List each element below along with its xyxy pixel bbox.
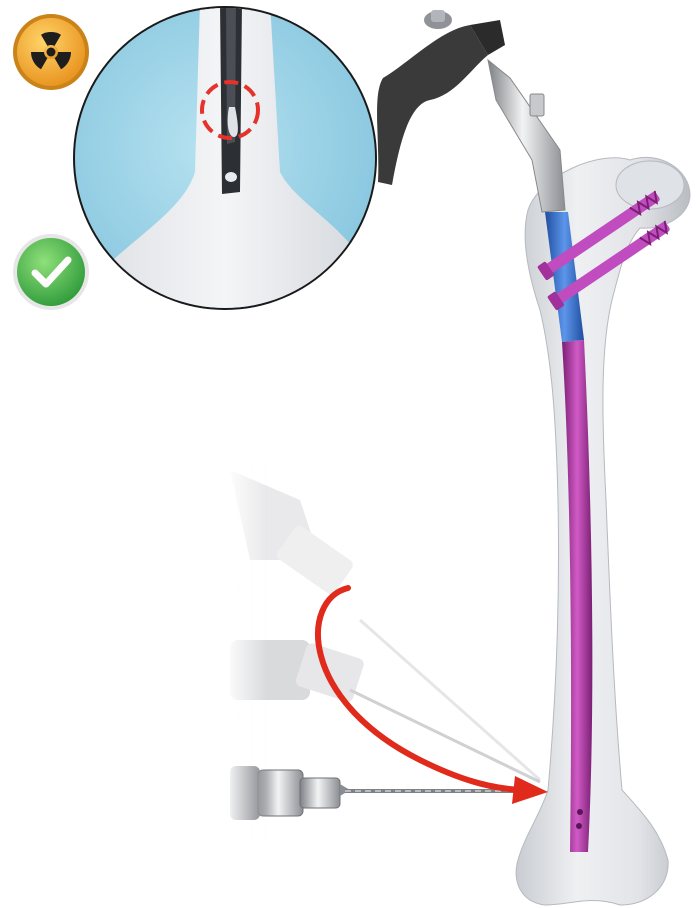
- xray-inset: [70, 0, 380, 312]
- distal-hole-2: [576, 823, 582, 829]
- radiation-badge: [11, 12, 91, 92]
- drill-sequence: [225, 460, 540, 840]
- arm-set-screw: [530, 94, 544, 116]
- distal-hole-1: [577, 809, 583, 815]
- aiming-arm: [377, 10, 565, 212]
- drill-fade-overlay: [225, 460, 345, 840]
- check-badge: [11, 232, 91, 312]
- inset-nail-hole: [225, 172, 237, 182]
